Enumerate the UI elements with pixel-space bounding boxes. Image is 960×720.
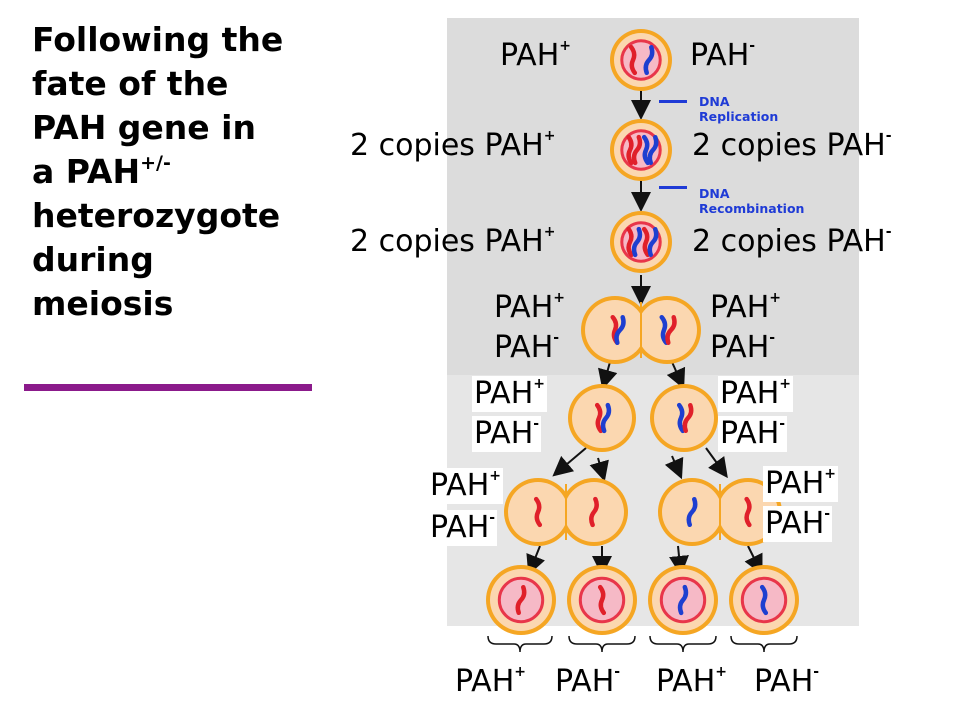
replication-label-line-1: DNA: [699, 94, 730, 109]
label-m1-right-minus: PAH-: [710, 330, 776, 365]
label-copies-minus-1: 2 copies PAH-: [692, 128, 892, 163]
title-line-3: PAH gene in: [32, 108, 256, 147]
title-line-4: a PAH+/-: [32, 150, 317, 194]
label-m2-right-minus: PAH-: [763, 506, 833, 542]
chromosome: [631, 134, 643, 166]
cell-daughter-right: [650, 384, 718, 452]
cell-meiosis-2-left: [504, 478, 628, 546]
label-copies-plus-2: 2 copies PAH+: [350, 224, 556, 259]
cell-replicated: [610, 119, 672, 181]
label-gamete-4: PAH-: [754, 664, 820, 699]
recombination-step-label: DNA Recombination: [699, 186, 804, 216]
label-gamete-1: PAH+: [455, 664, 526, 699]
brace-gamete-4: [730, 635, 798, 653]
chromosome: [515, 584, 527, 616]
chromosome: [641, 134, 651, 166]
chromosome: [626, 226, 634, 258]
slide-title: Following the fate of the PAH gene in a …: [32, 18, 317, 326]
label-copies-minus-2: 2 copies PAH-: [692, 224, 892, 259]
recombination-label-line-1: DNA: [699, 186, 730, 201]
label-m2-left-plus: PAH+: [428, 468, 503, 504]
title-line-7: meiosis: [32, 284, 174, 323]
chromosome: [589, 496, 599, 528]
arrow-d1-right-b: [705, 447, 728, 479]
chromosome: [533, 496, 543, 528]
brace-gamete-3: [649, 635, 717, 653]
arrow-g1: [526, 545, 545, 576]
label-d1-left-minus: PAH-: [472, 416, 542, 452]
arrow-m1-left: [598, 361, 618, 390]
chromosome: [759, 584, 769, 616]
brace-group: [487, 635, 798, 653]
gamete-2: [567, 565, 637, 635]
title-genotype-superscript: +/-: [140, 152, 171, 174]
label-m2-left-minus: PAH-: [428, 510, 498, 546]
gamete-3: [648, 565, 718, 635]
arrow-g3: [669, 545, 689, 576]
cytoplasm: [654, 388, 714, 448]
arrow-g4: [744, 545, 763, 575]
chromosome: [614, 315, 626, 345]
chromosome: [676, 402, 686, 434]
nucleus: [620, 39, 662, 81]
brace-gamete-1: [487, 635, 553, 653]
arrow-d1-right-a: [664, 455, 684, 480]
title-line-1: Following the: [32, 20, 284, 59]
recombination-label-line-2: Recombination: [699, 201, 805, 216]
replication-marker: [659, 100, 687, 103]
label-copies-plus-1: 2 copies PAH+: [350, 128, 556, 163]
label-m2-right-plus: PAH+: [763, 466, 838, 502]
recombination-marker: [659, 186, 687, 189]
cell-recombined: [610, 211, 672, 273]
gamete-1: [486, 565, 556, 635]
chromosome: [647, 226, 659, 258]
cell-meiosis-1: [581, 296, 701, 364]
cytoplasm-right: [637, 300, 697, 360]
chromosome: [665, 315, 677, 345]
cell-group: [486, 29, 799, 635]
replication-label-line-2: Replication: [699, 109, 779, 124]
label-m1-right-plus: PAH+: [710, 290, 781, 325]
chromosome: [659, 314, 669, 346]
chromosome: [744, 496, 752, 528]
title-line-5: heterozygote: [32, 196, 281, 235]
label-d1-left-plus: PAH+: [472, 376, 547, 412]
chromosome: [677, 584, 689, 616]
chromosome: [626, 134, 634, 166]
chromosome: [647, 134, 659, 166]
chromosome: [594, 402, 604, 434]
arrow-d1-left-a: [552, 447, 587, 477]
label-pah-minus-top: PAH-: [690, 38, 756, 73]
chromosome: [628, 44, 638, 76]
arrow-d1-left-b: [589, 457, 609, 482]
label-pah-plus-top: PAH+: [500, 38, 571, 73]
gamete-4: [729, 565, 799, 635]
replication-step-label: DNA Replication: [699, 94, 778, 124]
chromosome: [631, 226, 643, 258]
label-m1-left-plus: PAH+: [494, 290, 565, 325]
label-gamete-2: PAH-: [555, 664, 621, 699]
arrow-group: [526, 90, 763, 576]
arrow-m1-right: [666, 361, 686, 390]
label-gamete-3: PAH+: [656, 664, 727, 699]
chromosome: [686, 496, 698, 528]
cell-parent: [610, 29, 672, 91]
cytoplasm: [572, 388, 632, 448]
brace-gamete-2: [568, 635, 636, 653]
chromosome: [641, 226, 651, 258]
label-m1-left-minus: PAH-: [494, 330, 560, 365]
chromosome: [600, 402, 612, 434]
cell-daughter-left: [568, 384, 636, 452]
chromosome: [682, 402, 694, 434]
chromosome: [597, 584, 607, 616]
title-line-6: during: [32, 240, 154, 279]
title-line-2: fate of the: [32, 64, 229, 103]
label-d1-right-plus: PAH+: [718, 376, 793, 412]
label-d1-right-minus: PAH-: [718, 416, 788, 452]
title-line-4-text: a PAH: [32, 152, 141, 191]
title-underline: [24, 384, 312, 391]
chromosome: [643, 44, 655, 76]
